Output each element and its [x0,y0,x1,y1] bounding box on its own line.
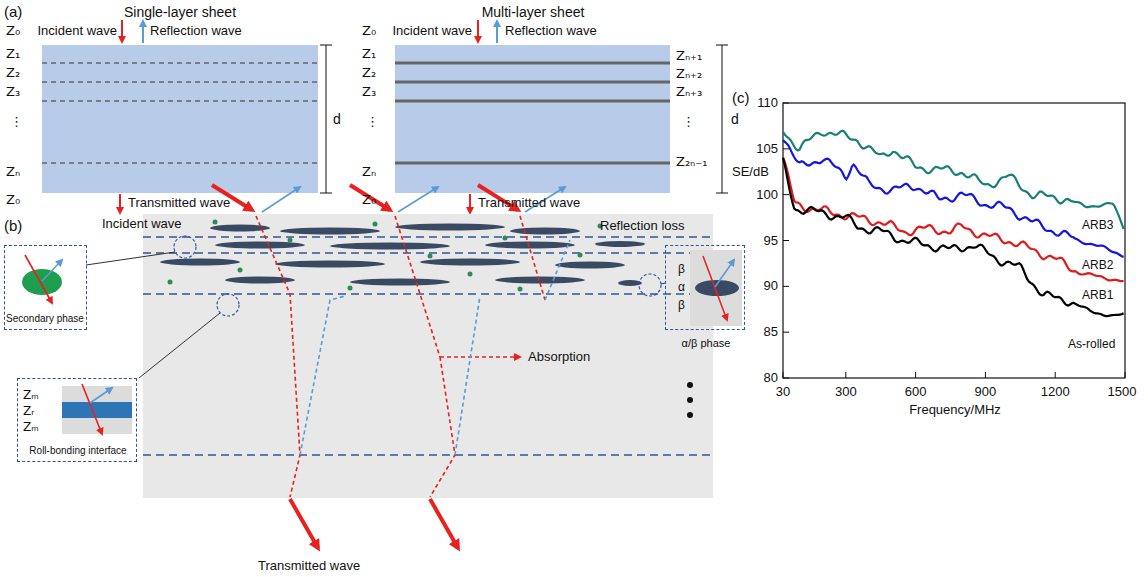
tick-label: 1500 [1108,385,1137,400]
data-series [783,158,1124,316]
inset-caption: Secondary phase [6,313,84,325]
wave-label: Transmitted wave [478,196,580,211]
impedance-label: Zₙ₊₃ [676,85,702,100]
tick-label: 600 [905,385,927,400]
panel-letter: (a) [4,3,22,20]
series-label: ARB1 [1082,289,1113,303]
impedance-label: Z₀ [6,24,20,39]
panel-letter: (b) [4,217,22,234]
ellipsis: ⋮ [366,115,379,130]
inset-box: Secondary phase [4,245,87,330]
tick-label: 900 [975,385,997,400]
impedance-label: Zₙ [6,165,20,180]
impedance-label: Z₀ [6,193,20,208]
inset-symbol: β [678,263,685,277]
wave-label: Incident wave [102,217,182,232]
impedance-label: Z₂ [362,66,376,81]
tick-label: 300 [835,385,857,400]
ellipsis: ⋮ [10,115,23,130]
impedance-label: Z₀ [362,24,376,39]
series-label: ARB2 [1082,259,1113,273]
tick-label: 90 [764,279,778,294]
impedance-label: Z₁ [6,47,20,62]
absorption-label: Absorption [528,350,590,365]
thickness-label: d [333,111,341,127]
inset-symbol: Zₘ [23,421,39,435]
inset-symbol: α [678,281,685,295]
tick-label: 1200 [1041,385,1070,400]
ellipsis: ⋮ [682,115,695,130]
panel-letter: (c) [732,89,750,106]
axis-title: SE/dB [732,165,769,180]
inset-symbol: Zₘ [23,389,39,403]
impedance-label: Zₙ₊₁ [676,49,702,64]
impedance-label: Z₃ [6,85,20,100]
axis-title: Frequency/MHz [909,403,1001,418]
inset-symbol: Zᵣ [23,405,34,419]
inset-symbol: β [678,299,685,313]
tick-label: 85 [764,325,778,340]
tick-label: 110 [757,96,778,111]
panel-title: Multi-layer sheet [482,4,585,20]
data-series [783,158,1124,282]
tick-label: 100 [756,187,778,202]
impedance-label: Z₃ [362,85,376,100]
wave-label: Incident wave [393,24,473,39]
wave-label: Reflection wave [505,24,597,39]
impedance-label: Z₂ [6,66,20,81]
wave-label: Reflection loss [600,219,685,234]
impedance-label: Zₙ₊₂ [676,67,702,82]
inset-box: ZₘZᵣZₘRoll-bonding interface [17,378,137,462]
wave-label: Incident wave [38,24,118,39]
data-series [783,140,1124,257]
series-label: ARB3 [1082,219,1113,233]
tick-label: 105 [756,141,778,156]
panel-title: Single-layer sheet [124,4,236,20]
tick-label: 80 [764,371,778,386]
wave-label: Transmitted wave [128,196,230,211]
inset-box: βαβα/β phase [665,245,745,330]
impedance-label: Z₂ₙ₋₁ [676,155,707,170]
wave-label: Reflection wave [150,24,242,39]
impedance-label: Z₀ [362,193,376,208]
impedance-label: Z₁ [362,47,376,62]
tick-label: 30 [776,385,790,400]
tick-label: 95 [764,233,778,248]
series-label: As-rolled [1068,338,1115,352]
inset-caption: α/β phase [682,337,731,350]
thickness-label: d [731,111,739,127]
impedance-label: Zₙ [362,165,376,180]
inset-caption: Roll-bonding interface [29,445,126,457]
wave-label: Transmitted wave [258,559,360,574]
